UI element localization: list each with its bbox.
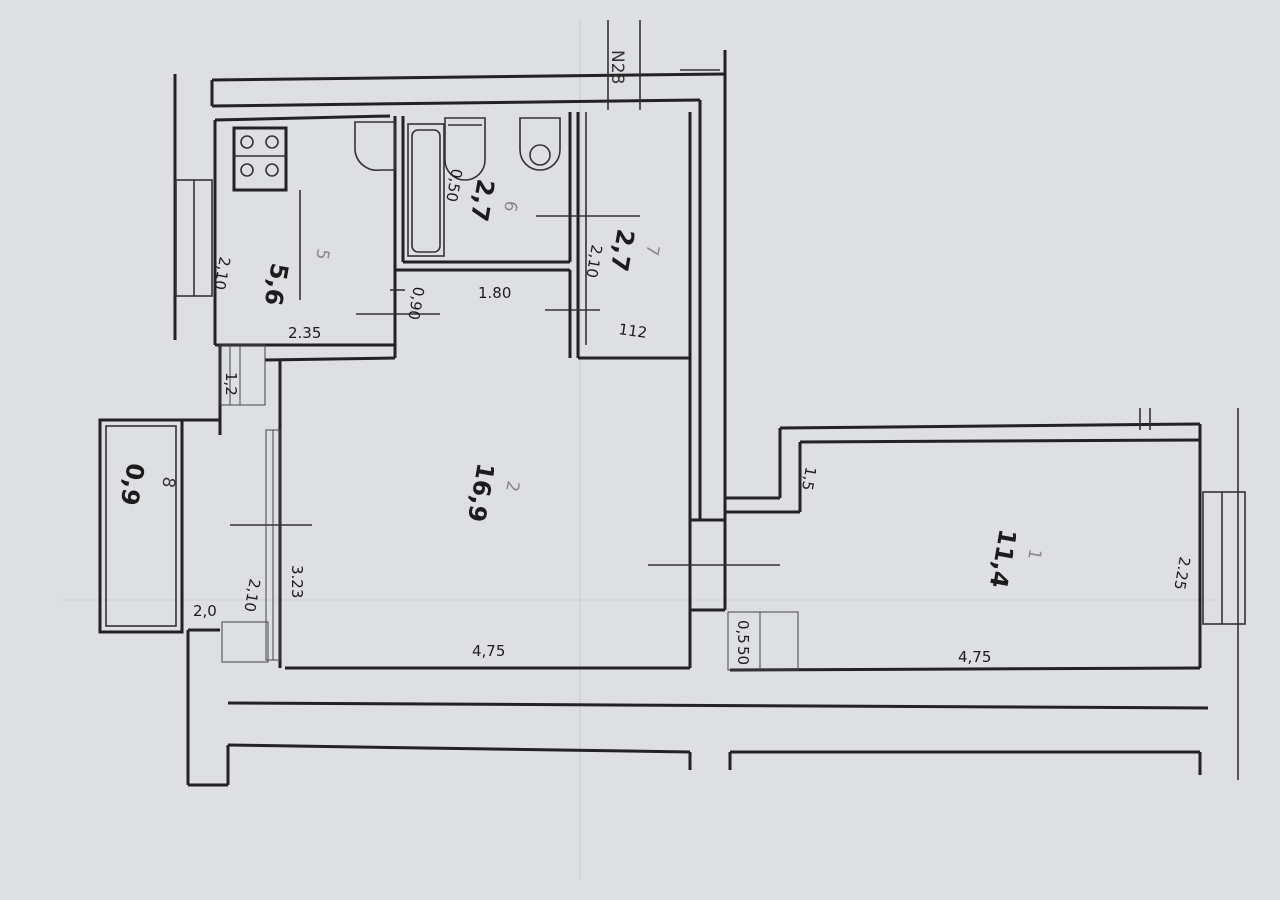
dim-2-10-living: 2,10 <box>240 577 264 613</box>
dim-1-5: 1,5 <box>798 465 820 492</box>
dim-2-10-toilet: 2,10 <box>582 243 606 279</box>
room-6-number: 6 <box>499 199 521 213</box>
dim-2-0: 2,0 <box>193 602 217 620</box>
room-1-number: 1 <box>1023 547 1045 561</box>
room-1-bedroom <box>690 408 1246 780</box>
room-2-area: 16,9 <box>462 461 500 524</box>
dim-3-23: 3.23 <box>288 565 306 598</box>
drawing-code: N28 <box>607 50 627 84</box>
exterior-wall-bottom <box>186 628 1209 787</box>
room-8-balcony <box>98 344 269 663</box>
code-label: N28 <box>607 50 627 84</box>
room-5-area: 5,6 <box>259 261 294 308</box>
washbasin-icon <box>444 117 486 181</box>
dim-0-50: 0,50 <box>442 167 466 203</box>
room-2-number: 2 <box>501 479 523 493</box>
room-7-number: 7 <box>641 243 663 257</box>
room-5-number: 5 <box>311 247 333 261</box>
room-7-area: 2,7 <box>605 227 640 274</box>
room-6-bathroom <box>401 112 572 264</box>
sink-icon <box>354 121 396 172</box>
dim-4-75-left: 4,75 <box>472 642 505 660</box>
bathtub-icon <box>411 129 441 253</box>
dim-1-12: 112 <box>617 320 648 342</box>
dim-50: 50 <box>734 646 752 665</box>
room-8-area: 0,9 <box>115 461 150 508</box>
dim-1-80: 1.80 <box>478 284 511 302</box>
room-1-area: 11,4 <box>984 527 1022 590</box>
room-2-living <box>230 345 780 670</box>
dim-2-25: 2.25 <box>1170 555 1194 591</box>
room-5-kitchen <box>175 114 397 347</box>
room-8-number: 8 <box>157 475 179 489</box>
stove-icon <box>232 126 288 192</box>
dim-1-2: 1,2 <box>222 372 240 396</box>
dim-0-5: 0,5 <box>734 620 752 644</box>
toilet-icon <box>519 117 561 171</box>
dim-4-75-right: 4,75 <box>958 648 991 666</box>
dim-0-90: 0,90 <box>404 285 428 321</box>
dim-2-35: 2.35 <box>288 324 321 342</box>
room-6-area: 2,7 <box>465 177 500 224</box>
room-7-toilet <box>519 112 692 360</box>
exterior-wall-top <box>173 20 727 610</box>
dim-2-10-kitchen: 2,10 <box>210 255 234 291</box>
partition-walls <box>356 268 600 358</box>
